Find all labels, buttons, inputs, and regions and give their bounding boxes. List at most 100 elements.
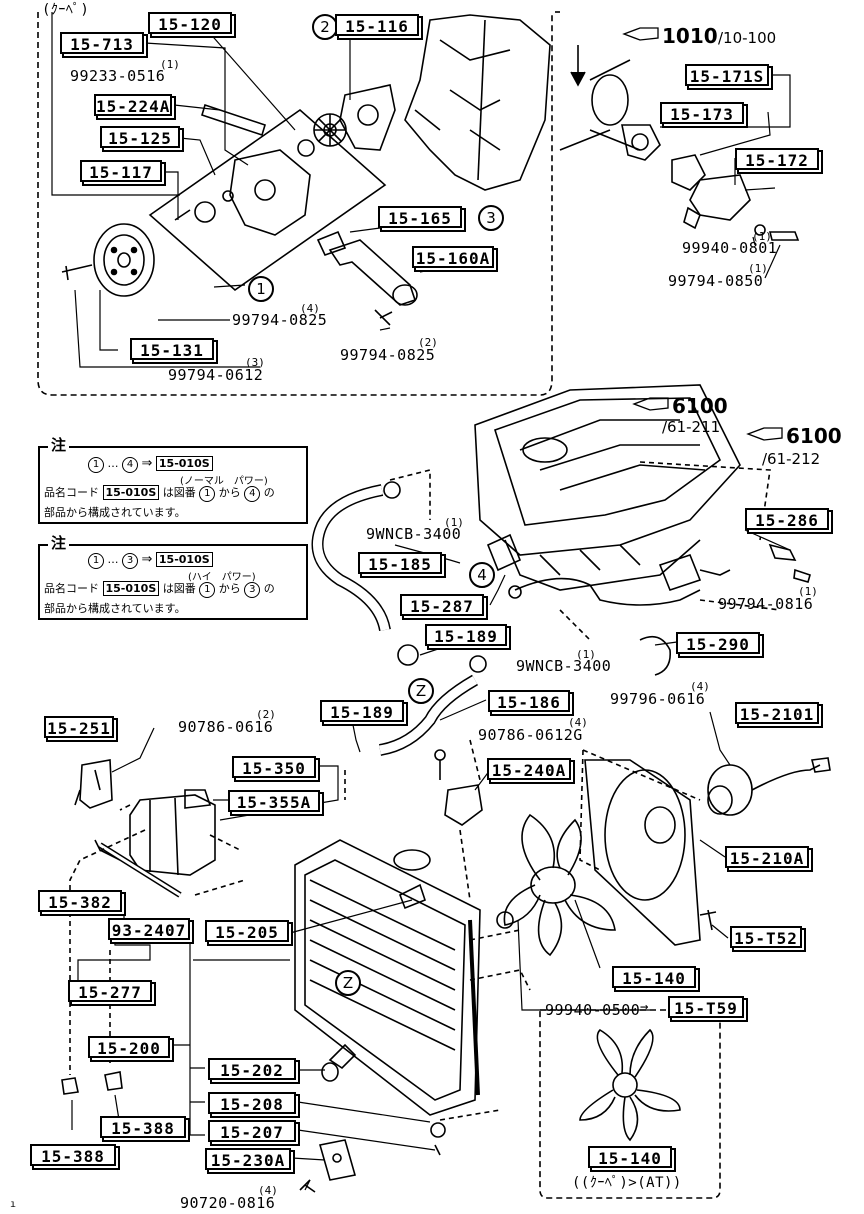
qty: (1) — [444, 516, 464, 529]
bolt-90786-0616[interactable]: 90786-0616 — [178, 718, 274, 736]
part-15-202[interactable]: 15-202 — [208, 1058, 296, 1080]
note-box-normal-power: 注 1 … 4 ⇒ 15-010S (ノーマル パワー) 品名コード 15-01… — [38, 434, 308, 524]
line2-mid: は図番 — [162, 582, 196, 595]
part-15-117[interactable]: 15-117 — [80, 160, 162, 182]
kara: から — [218, 486, 241, 499]
code-box[interactable]: 15-010S — [102, 581, 160, 596]
part-15-171S[interactable]: 15-171S — [685, 64, 769, 86]
part-93-2407[interactable]: 93-2407 — [108, 918, 190, 940]
from-num: 1 — [199, 582, 216, 598]
part-15-350[interactable]: 15-350 — [232, 756, 316, 778]
arrow-to-t59: → — [640, 999, 649, 1015]
circle-4: 4 — [469, 562, 495, 588]
part-15-388-left[interactable]: 15-388 — [30, 1144, 116, 1166]
range-end: 3 — [122, 553, 138, 569]
part-15-131[interactable]: 15-131 — [130, 338, 214, 360]
bolt-99794-0850[interactable]: 99794-0850 — [668, 272, 764, 290]
part-15-116[interactable]: 15-116 — [335, 14, 419, 36]
bolt-99794-0612[interactable]: 99794-0612 — [168, 366, 264, 384]
part-15-388-right[interactable]: 15-388 — [100, 1116, 186, 1138]
ref-1010-sub[interactable]: /10-100 — [718, 29, 777, 47]
qty: (4) — [258, 1184, 278, 1197]
part-15-T59[interactable]: 15-T59 — [668, 996, 744, 1018]
part-15-165[interactable]: 15-165 — [378, 206, 462, 228]
bolt-90720-0816[interactable]: 90720-0816 — [180, 1194, 276, 1212]
water-pump-frame — [148, 108, 387, 292]
part-15-173[interactable]: 15-173 — [660, 102, 744, 124]
part-15-287[interactable]: 15-287 — [400, 594, 484, 616]
ref-6100b-sub[interactable]: /61-212 — [762, 450, 821, 468]
part-15-713[interactable]: 15-713 — [60, 32, 144, 54]
note-head: 注 — [48, 532, 70, 553]
part-15-230A[interactable]: 15-230A — [205, 1148, 291, 1170]
line3: 部品から構成されています。 — [44, 506, 186, 519]
at-fan-boundary — [539, 1009, 721, 1199]
range-end: 4 — [122, 457, 138, 473]
ref-1010-number[interactable]: 1010 — [662, 24, 718, 48]
bolt-99794-0825-b[interactable]: 99794-0825 — [340, 346, 436, 364]
gasket-2 — [339, 84, 396, 151]
part-15-2101[interactable]: 15-2101 — [735, 702, 819, 724]
qty: (4) — [300, 302, 320, 315]
engine-block-upper — [404, 14, 551, 191]
ref-6100a-number[interactable]: 6100 — [672, 394, 728, 418]
part-15-240A[interactable]: 15-240A — [487, 758, 571, 780]
part-15-185[interactable]: 15-185 — [358, 552, 442, 574]
bolt-99794-0825-a[interactable]: 99794-0825 — [232, 311, 328, 329]
reservoir-tank — [94, 789, 216, 876]
bolt-90786-0612g[interactable]: 90786-0612G — [478, 726, 583, 744]
at-note: ((ｸｰﾍﾟ)>(AT)) — [572, 1175, 682, 1191]
line2-pre: 品名コード — [44, 486, 99, 499]
circle-z-2: Z — [335, 970, 361, 996]
part-15-224A[interactable]: 15-224A — [94, 94, 172, 116]
bolt-99940-0500[interactable]: 99940-0500 — [545, 1001, 641, 1019]
bolt-9wncb-3400-a[interactable]: 9WNCB-3400 — [366, 525, 462, 543]
bolt-99794-0816[interactable]: 99794-0816 — [718, 595, 814, 613]
part-15-208[interactable]: 15-208 — [208, 1092, 296, 1114]
ref-6100a-sub[interactable]: /61-211 — [662, 418, 721, 436]
part-15-189-lower[interactable]: 15-189 — [320, 700, 404, 722]
part-15-277[interactable]: 15-277 — [68, 980, 152, 1002]
water-inlet-pipe — [328, 239, 417, 306]
part-15-160A[interactable]: 15-160A — [412, 246, 494, 268]
part-15-210A[interactable]: 15-210A — [725, 846, 809, 868]
note-head: 注 — [48, 434, 70, 455]
bolt-9wncb-3400-b[interactable]: 9WNCB-3400 — [516, 657, 612, 675]
part-15-251[interactable]: 15-251 — [44, 716, 114, 738]
to-num: 3 — [244, 582, 261, 598]
range-start: 1 — [88, 457, 104, 473]
water-pump-body — [229, 149, 311, 236]
part-15-189-upper[interactable]: 15-189 — [425, 624, 507, 646]
part-15-290[interactable]: 15-290 — [676, 632, 760, 654]
set-code[interactable]: 15-010S — [155, 456, 213, 471]
part-15-205[interactable]: 15-205 — [205, 920, 289, 942]
circle-3: 3 — [478, 205, 504, 231]
bolt-99796-0616[interactable]: 99796-0616 — [610, 690, 706, 708]
qty: (1) — [160, 58, 180, 71]
qty: (1) — [748, 262, 768, 275]
part-15-120[interactable]: 15-120 — [148, 12, 232, 34]
bolt-99940-0801[interactable]: 99940-0801 — [682, 239, 778, 257]
ref-6100b-number[interactable]: 6100 — [786, 424, 842, 448]
qty: (2) — [256, 708, 276, 721]
part-15-172[interactable]: 15-172 — [735, 148, 819, 170]
part-15-T52[interactable]: 15-T52 — [730, 926, 802, 948]
corner-mark: ı — [10, 1199, 17, 1210]
part-15-140[interactable]: 15-140 — [612, 966, 696, 988]
from-num: 1 — [199, 486, 216, 502]
qty: (4) — [690, 680, 710, 693]
part-15-186[interactable]: 15-186 — [488, 690, 570, 712]
coupe-boundary — [37, 12, 553, 396]
part-15-382[interactable]: 15-382 — [38, 890, 122, 912]
code-box[interactable]: 15-010S — [102, 485, 160, 500]
qty: (3) — [245, 356, 265, 369]
part-15-125[interactable]: 15-125 — [100, 126, 180, 148]
part-15-200[interactable]: 15-200 — [88, 1036, 170, 1058]
part-15-207[interactable]: 15-207 — [208, 1120, 296, 1142]
part-15-140-at[interactable]: 15-140 — [588, 1146, 672, 1168]
bolt-99233-0516[interactable]: 99233-0516 — [70, 67, 166, 85]
no: の — [263, 486, 275, 499]
set-code[interactable]: 15-010S — [155, 552, 213, 567]
part-15-286[interactable]: 15-286 — [745, 508, 829, 530]
part-15-355A[interactable]: 15-355A — [228, 790, 320, 812]
